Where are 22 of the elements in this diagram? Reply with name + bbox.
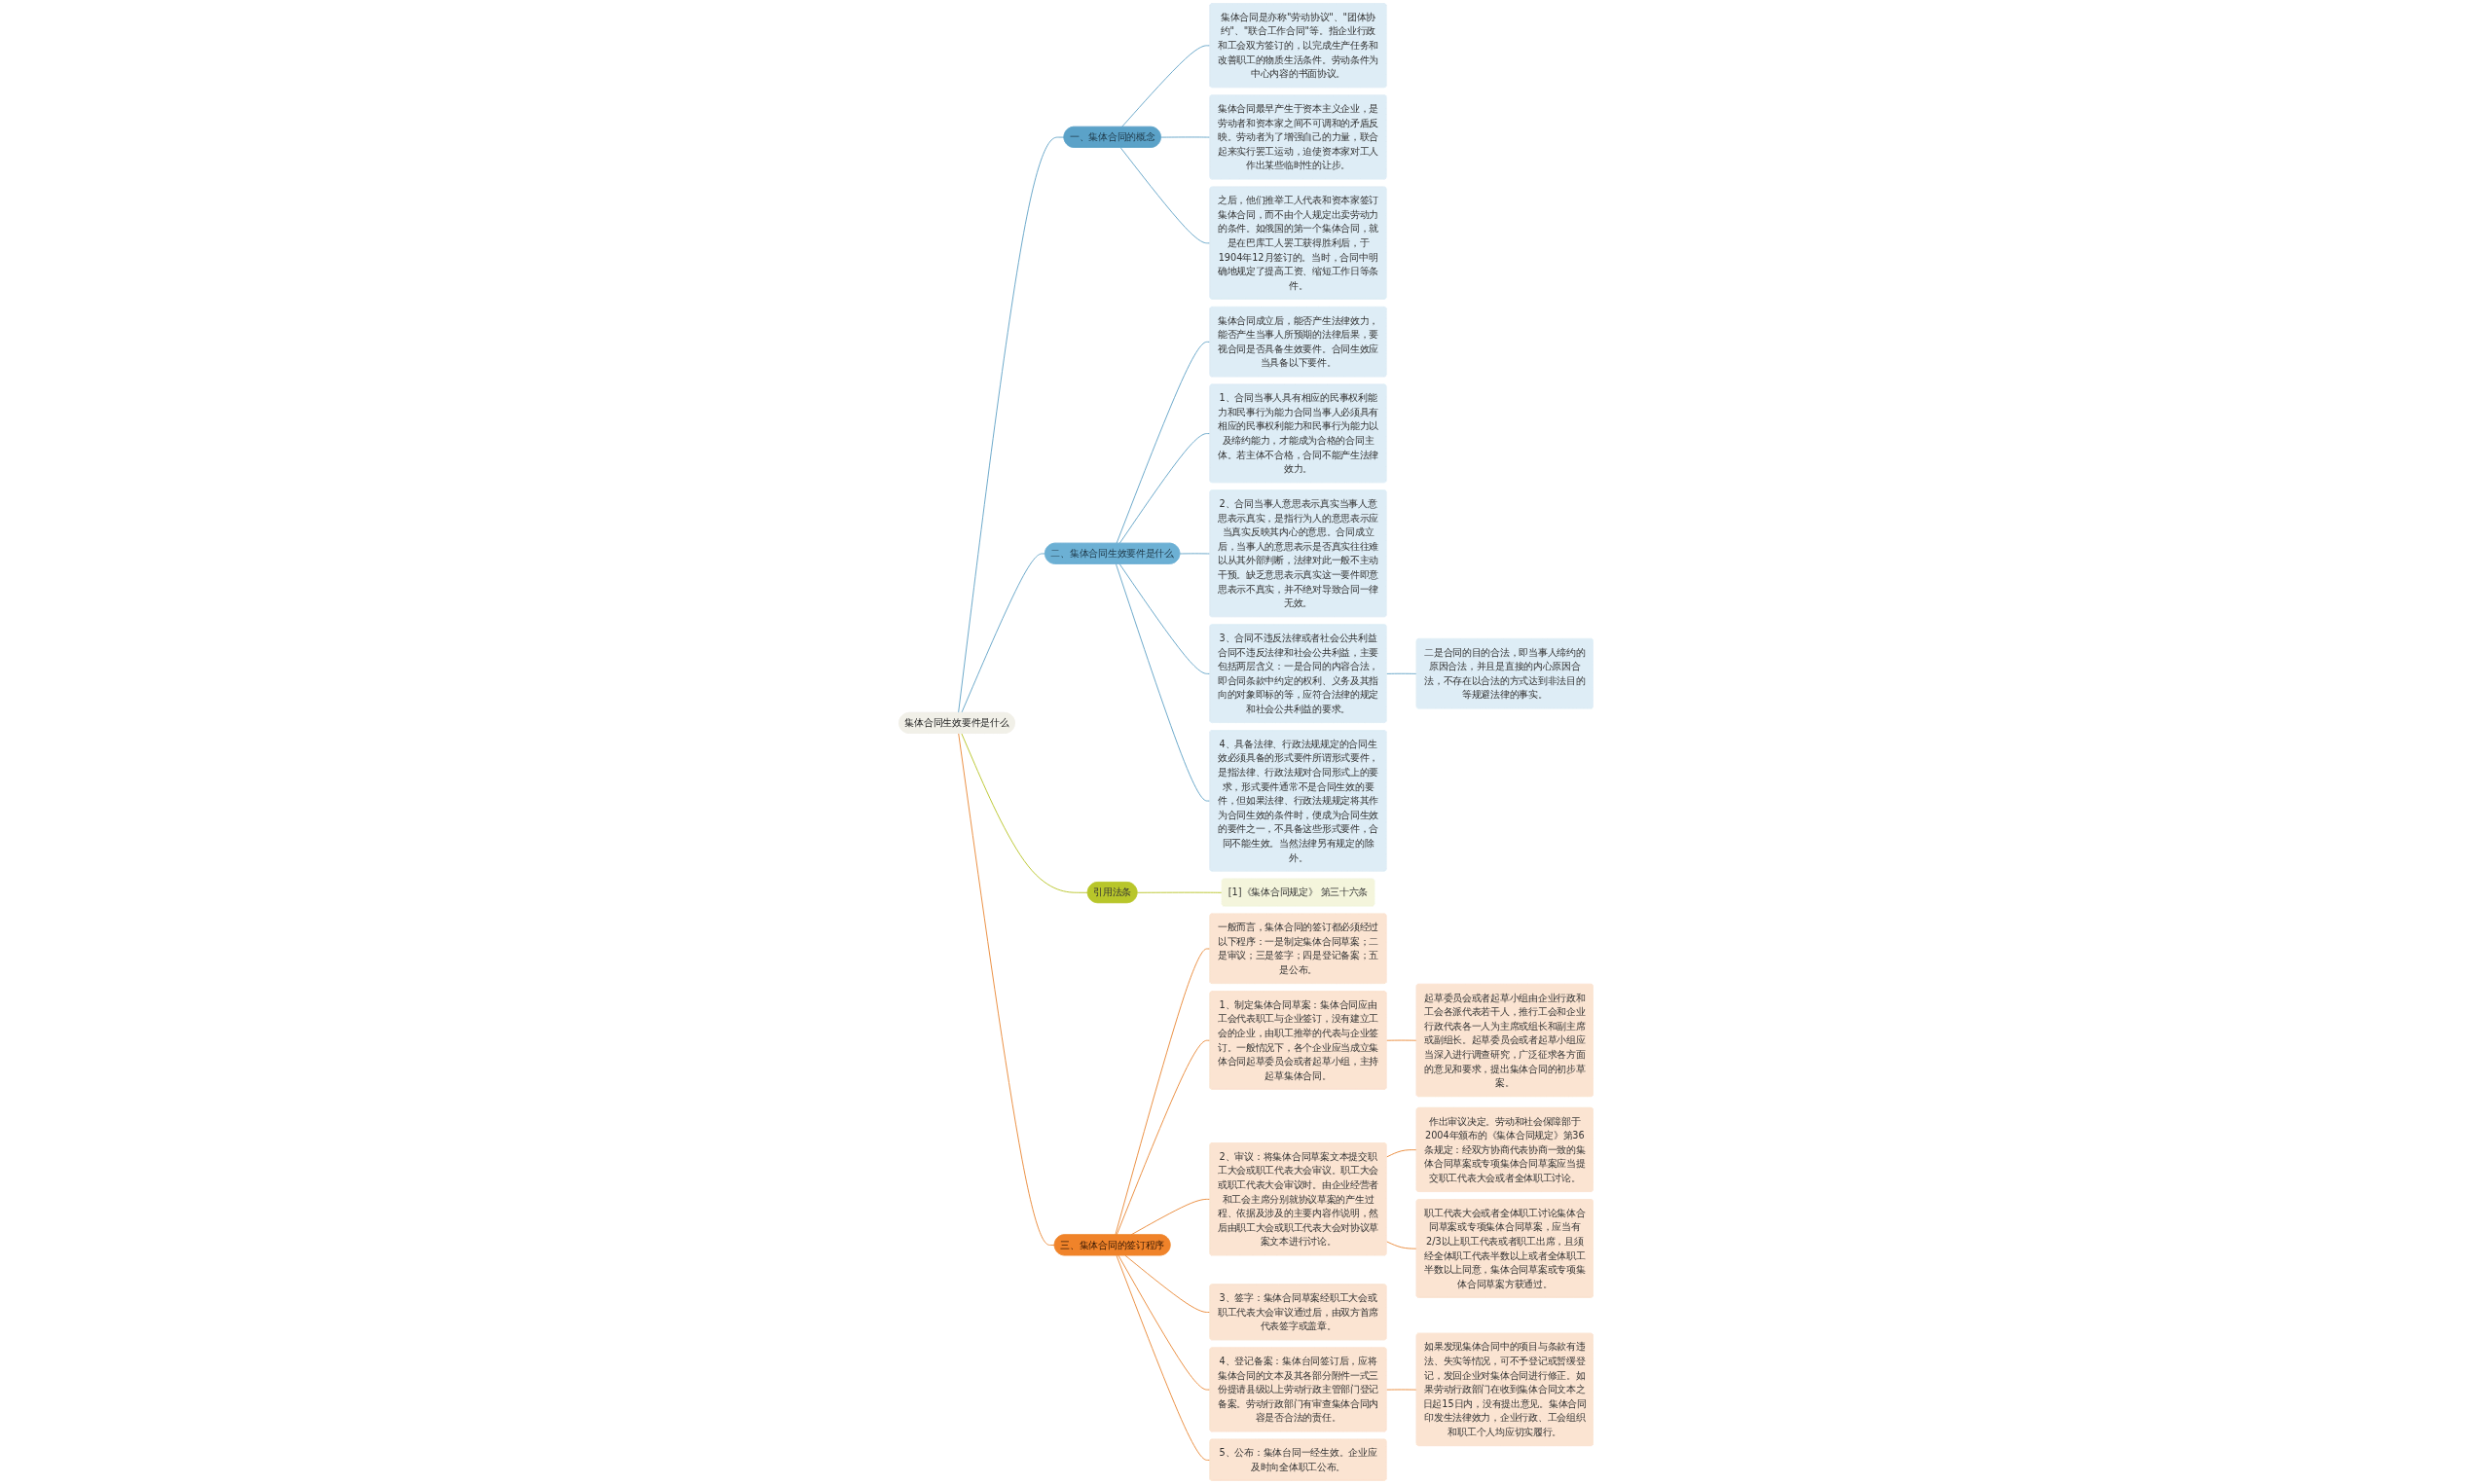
connector [961,733,1088,893]
connector [1385,1241,1417,1249]
connector [1160,136,1211,138]
connector [1385,1149,1417,1158]
connector [1118,1254,1211,1391]
connector [1119,147,1211,244]
connector [958,733,1055,1246]
connector [958,136,1065,713]
connector [1385,1039,1417,1041]
connector [1179,553,1211,555]
connector [1116,1254,1211,1461]
connector [1118,433,1211,544]
connector [1124,1254,1211,1313]
connector [1115,948,1211,1236]
connector [1385,672,1417,674]
connector [1116,1039,1211,1236]
connector [1118,563,1211,674]
connector [1136,891,1223,893]
connector [1121,45,1211,127]
connector [1116,341,1211,544]
connector [1116,563,1211,802]
connector [961,553,1046,713]
